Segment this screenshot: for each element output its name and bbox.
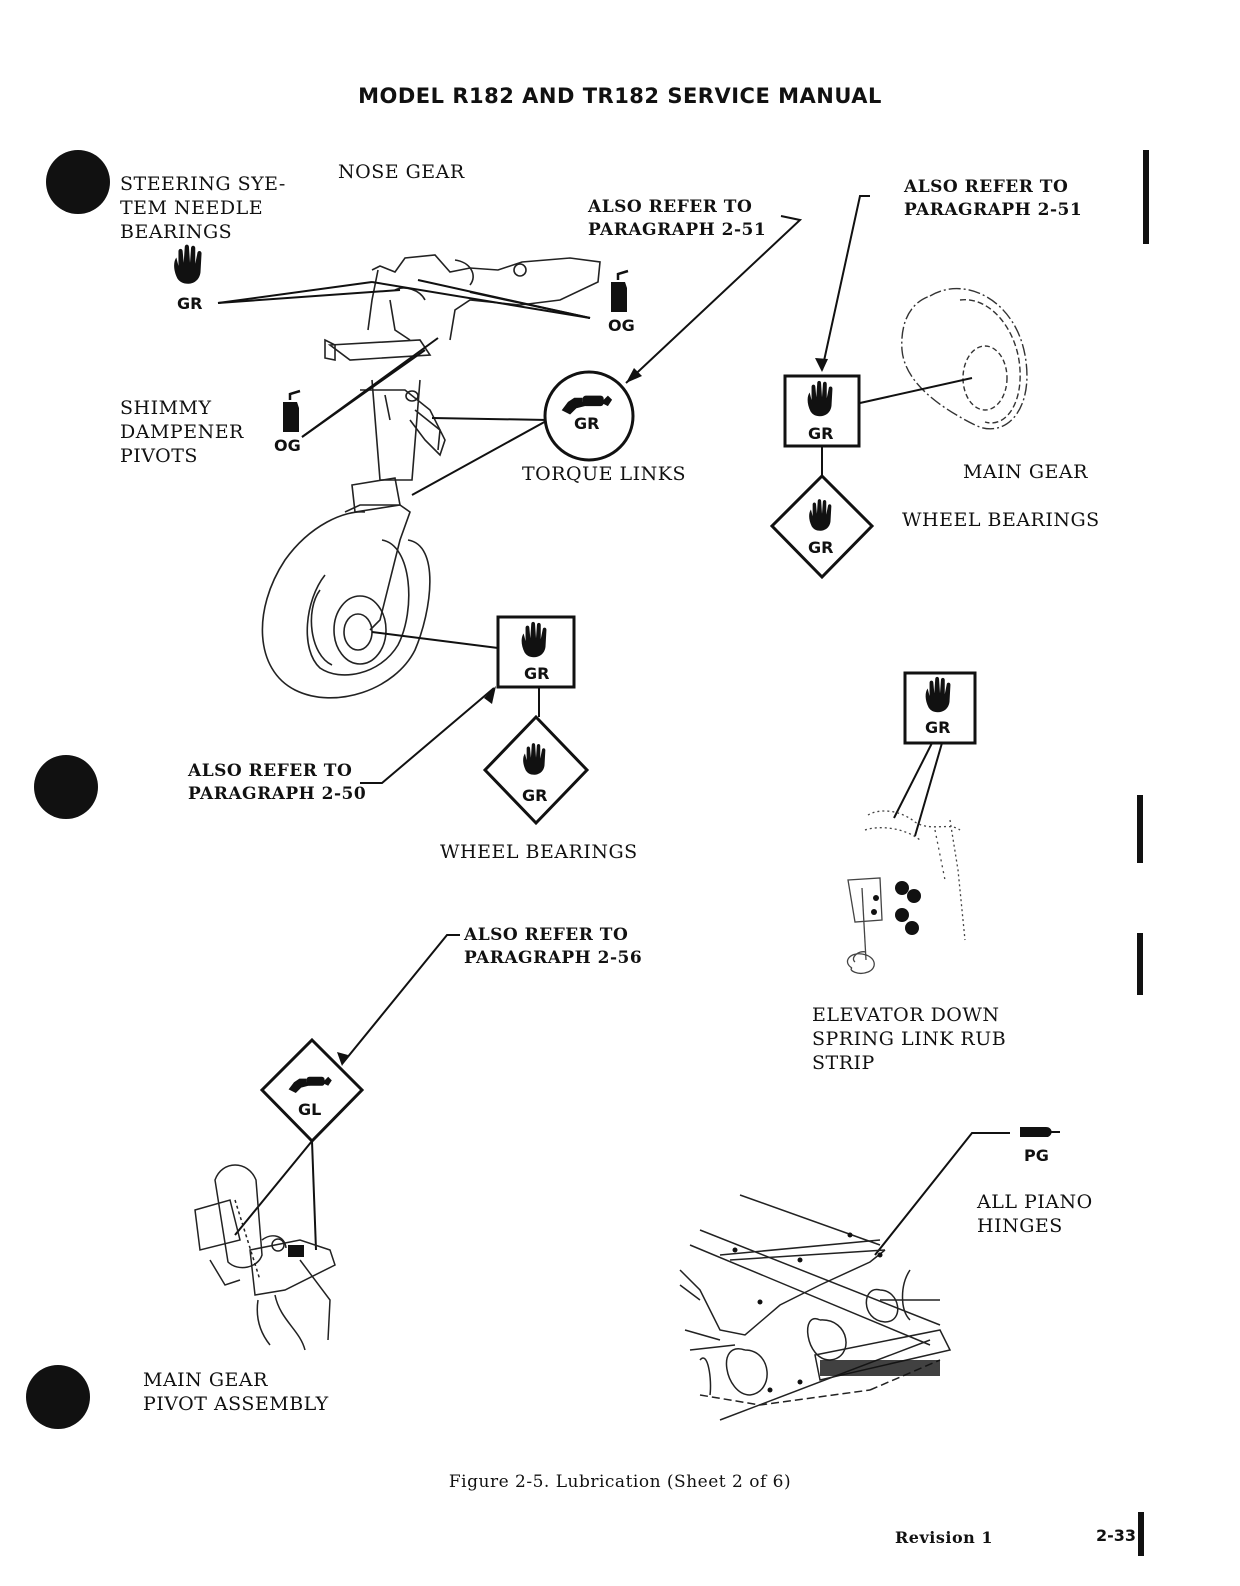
nose-gear-drawing — [261, 254, 601, 699]
shimmy-dampener-pivots-label: SHIMMY DAMPENER PIVOTS — [120, 397, 244, 467]
revision-bar-top — [1143, 150, 1149, 244]
revision-bar-lower — [1137, 933, 1143, 995]
main-gear-wheel-bearings-label: WHEEL BEARINGS — [902, 509, 1100, 531]
torque-links-label: TORQUE LINKS — [522, 463, 687, 485]
main-gear-drawing — [901, 287, 1028, 430]
elevator-drawing — [846, 810, 966, 974]
main-gear-pivot-assembly-label: MAIN GEAR PIVOT ASSEMBLY — [143, 1369, 329, 1415]
nose-wheel-square-gr-code: GR — [524, 664, 550, 683]
nose-gear-label: NOSE GEAR — [338, 161, 465, 183]
pivot-gl-code: GL — [298, 1100, 322, 1119]
also-refer-2-51-main-label: ALSO REFER TO PARAGRAPH 2-51 — [904, 177, 1083, 220]
page-number: 2-33 — [1096, 1526, 1137, 1545]
binder-hole-bottom — [26, 1365, 90, 1429]
shimmy-og-code: OG — [274, 436, 301, 455]
all-piano-hinges-label: ALL PIANO HINGES — [977, 1191, 1093, 1237]
binder-hole-middle — [34, 755, 98, 819]
main-gear-pivot-drawing — [194, 1164, 336, 1351]
elevator-down-spring-label: ELEVATOR DOWN SPRING LINK RUB STRIP — [812, 1004, 1007, 1074]
upper-og-code: OG — [608, 316, 635, 335]
revision-bar-footer — [1138, 1512, 1144, 1556]
torque-links-gr-code: GR — [574, 414, 600, 433]
revision-bar-middle — [1137, 795, 1143, 863]
also-refer-2-56-label: ALSO REFER TO PARAGRAPH 2-56 — [464, 925, 643, 968]
figure-caption: Figure 2-5. Lubrication (Sheet 2 of 6) — [448, 1472, 792, 1492]
also-refer-2-51-nose-label: ALSO REFER TO PARAGRAPH 2-51 — [588, 197, 767, 240]
main-gear-label: MAIN GEAR — [963, 461, 1088, 483]
nose-wheel-bearings-label: WHEEL BEARINGS — [440, 841, 638, 863]
piano-pg-code: PG — [1024, 1146, 1049, 1165]
main-gear-diamond-gr-code: GR — [808, 538, 834, 557]
also-refer-2-50-label: ALSO REFER TO PARAGRAPH 2-50 — [188, 761, 367, 804]
revision-label: Revision 1 — [895, 1528, 993, 1547]
steering-gr-code: GR — [177, 294, 203, 313]
nose-wheel-diamond-gr-code: GR — [522, 786, 548, 805]
binder-hole-top — [46, 150, 110, 214]
elevator-gr-code: GR — [925, 718, 951, 737]
steering-needle-bearings-label: STEERING SYE- TEM NEEDLE BEARINGS — [120, 173, 286, 243]
page-title: MODEL R182 AND TR182 SERVICE MANUAL — [358, 84, 882, 108]
piano-hinge-drawing — [679, 1194, 952, 1421]
main-gear-square-gr-code: GR — [808, 424, 834, 443]
